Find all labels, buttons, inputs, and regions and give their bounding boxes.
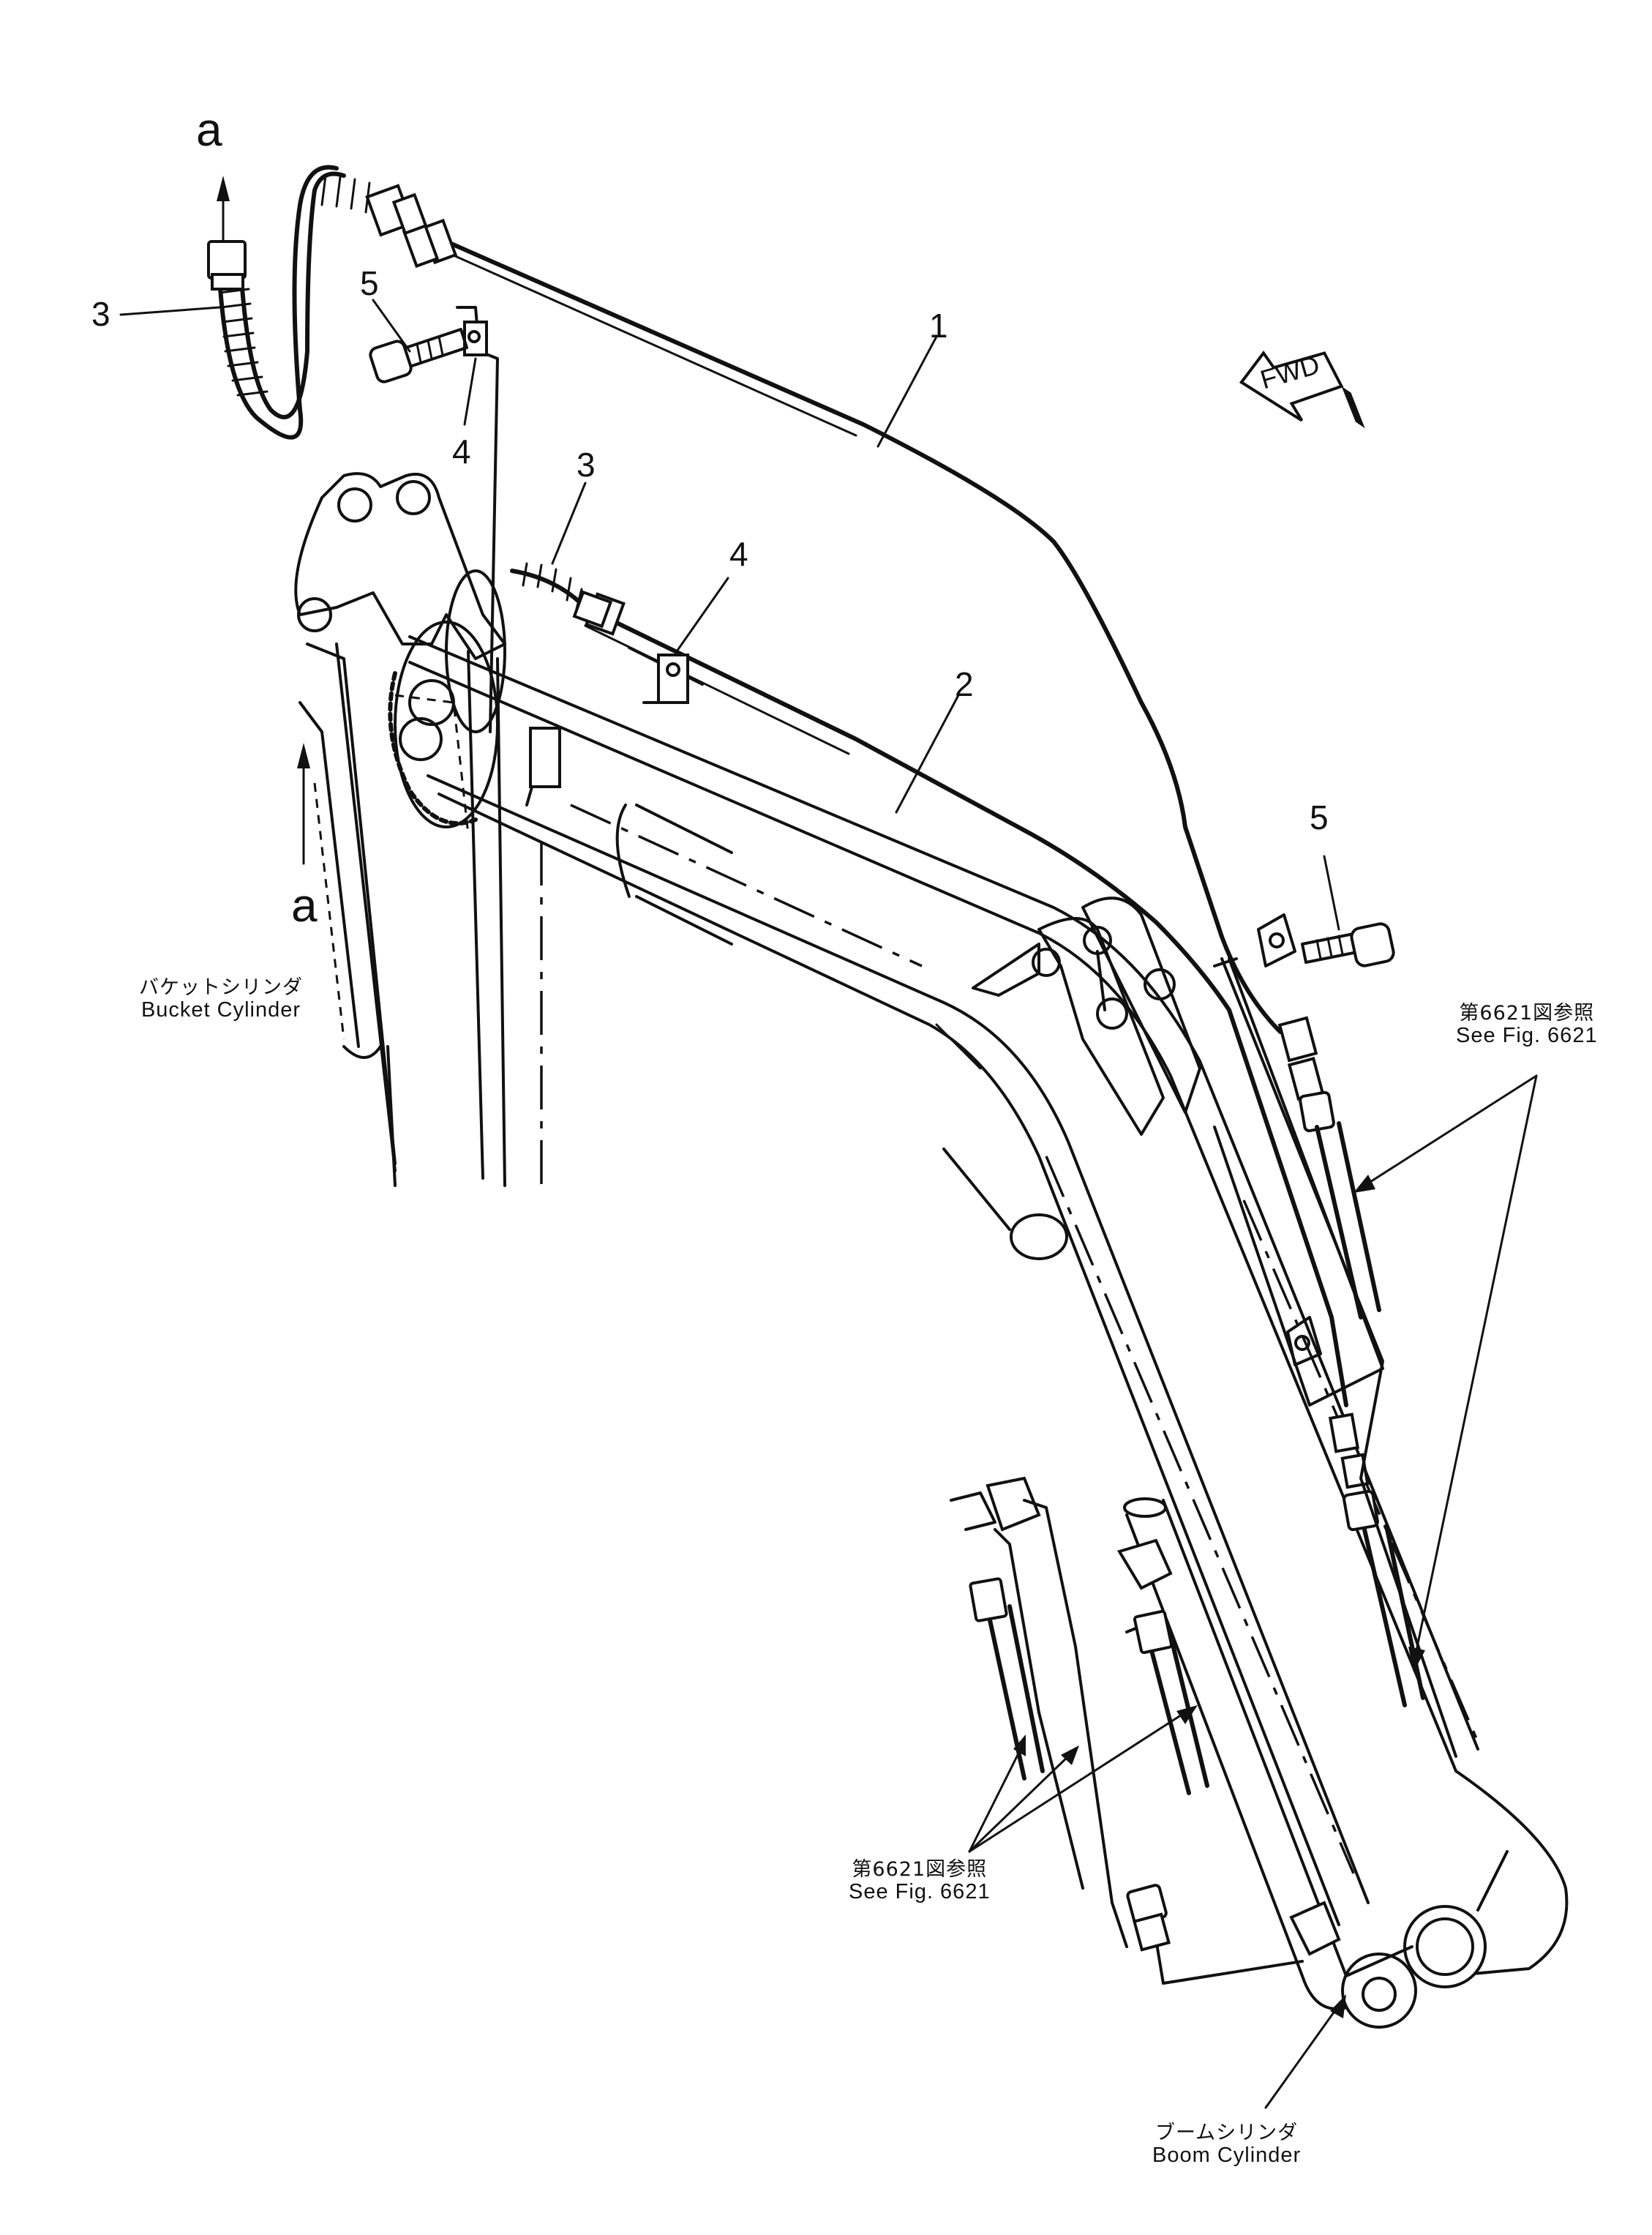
pipe-1 bbox=[402, 218, 1325, 1101]
callout-5-lower: 5 bbox=[1310, 798, 1329, 836]
callout-3-middle: 3 bbox=[577, 446, 596, 484]
boom-bracket bbox=[615, 804, 1201, 1136]
bolt-5-upper bbox=[369, 328, 468, 383]
boom-cylinder-label: ブームシリンダ Boom Cylinder bbox=[1152, 2122, 1302, 2167]
right-hose-group bbox=[1220, 957, 1457, 1758]
boom-cylinder-label-en: Boom Cylinder bbox=[1152, 2144, 1302, 2167]
callout-1: 1 bbox=[929, 307, 948, 345]
connector-mark-bottom: a bbox=[291, 879, 318, 932]
connector-mark-top: a bbox=[196, 103, 222, 156]
bucket-cylinder-label-en: Bucket Cylinder bbox=[140, 998, 301, 1022]
forward-arrow-icon bbox=[1239, 351, 1365, 429]
reference-bottom: 第6621図参照 See Fig. 6621 bbox=[849, 1859, 991, 1903]
reference-bottom-en: See Fig. 6621 bbox=[849, 1880, 991, 1903]
callout-3-upper: 3 bbox=[91, 295, 110, 333]
bucket-cylinder-label-ja: バケットシリンダ bbox=[139, 976, 303, 999]
boom-cylinder-label-ja: ブームシリンダ bbox=[1154, 2122, 1299, 2144]
clamp-4-lower bbox=[642, 654, 1322, 1366]
boom-structure bbox=[408, 635, 1569, 1988]
hose-3-upper bbox=[207, 165, 428, 440]
reference-right: 第6621図参照 See Fig. 6621 bbox=[1456, 1003, 1598, 1047]
hose-3-lower bbox=[510, 562, 613, 629]
arm-structure bbox=[294, 472, 543, 1187]
callout-5-upper: 5 bbox=[360, 264, 379, 302]
callout-4-upper: 4 bbox=[452, 433, 471, 471]
bolt-5-lower bbox=[1301, 922, 1395, 967]
reference-right-ja: 第6621図参照 bbox=[1459, 1002, 1595, 1025]
boom-cylinder bbox=[1116, 1497, 1417, 2029]
pipe-2 bbox=[584, 592, 1384, 1489]
reference-bottom-ja: 第6621図参照 bbox=[852, 1858, 988, 1881]
callout-2: 2 bbox=[955, 665, 974, 703]
callout-4-middle: 4 bbox=[729, 535, 748, 573]
bucket-cylinder-label: バケットシリンダ Bucket Cylinder bbox=[139, 976, 303, 1022]
reference-right-en: See Fig. 6621 bbox=[1456, 1024, 1598, 1047]
leader-lines bbox=[119, 299, 1538, 2109]
